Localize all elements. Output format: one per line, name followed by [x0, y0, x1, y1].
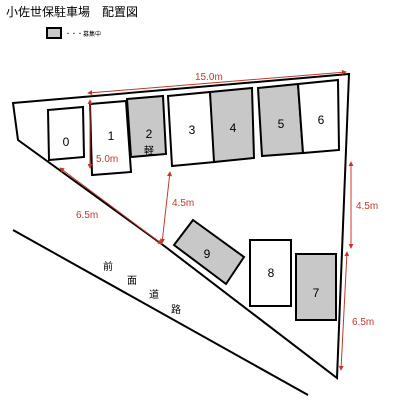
dim-middle-gap: 4.5m — [172, 198, 194, 209]
parking-slot-8 — [249, 239, 292, 307]
road-edge-line — [12, 229, 309, 396]
slot-number-label: 0 — [63, 135, 70, 149]
dim-slot-depth: 5.0m — [96, 154, 118, 165]
dim-line-top-width — [87, 69, 347, 96]
road-char: 道 — [149, 288, 159, 301]
road-char: 路 — [171, 303, 181, 316]
dim-line-left-gap — [59, 167, 163, 245]
dimension-annotations: 15.0m 5.0m 6.5m 4.5m 4.5m 6.5m — [59, 69, 378, 371]
road-char: 面 — [127, 276, 137, 287]
dim-top-width: 15.0m — [195, 72, 223, 83]
dim-right-lower: 6.5m — [352, 317, 374, 328]
slot-number-label: 8 — [268, 266, 275, 280]
slot-number-label: 7 — [313, 286, 320, 300]
road-char: 前 — [103, 260, 113, 273]
parking-slots: 0 1 2 軽 3 4 5 6 7 8 9 — [46, 78, 341, 321]
legend-swatch — [46, 27, 62, 39]
slot-number-label: 6 — [318, 113, 325, 127]
slot-number-label: 5 — [278, 117, 285, 131]
page-title: 小佐世保駐車場 配置図 — [6, 4, 138, 19]
parking-slot-0 — [46, 105, 86, 162]
road-label: 前 面 道 路 — [103, 260, 181, 316]
parking-slot-7 — [295, 253, 337, 321]
dim-left-gap: 6.5m — [76, 210, 98, 221]
slot-note-label: 軽 — [144, 145, 154, 157]
slot-number-label: 3 — [189, 123, 196, 137]
slot-number-label: 2 — [146, 127, 153, 141]
parking-slot-2 — [125, 94, 168, 159]
parking-slot-9 — [172, 218, 246, 286]
slot-number-label: 9 — [204, 247, 211, 261]
dim-right-upper: 4.5m — [356, 201, 378, 212]
slot-number-label: 4 — [230, 121, 237, 135]
legend-label: ・・・募集中 — [65, 30, 101, 38]
slot-number-label: 1 — [108, 129, 115, 143]
dim-line-right-lower — [338, 251, 350, 371]
dim-line-middle-gap — [159, 171, 173, 244]
